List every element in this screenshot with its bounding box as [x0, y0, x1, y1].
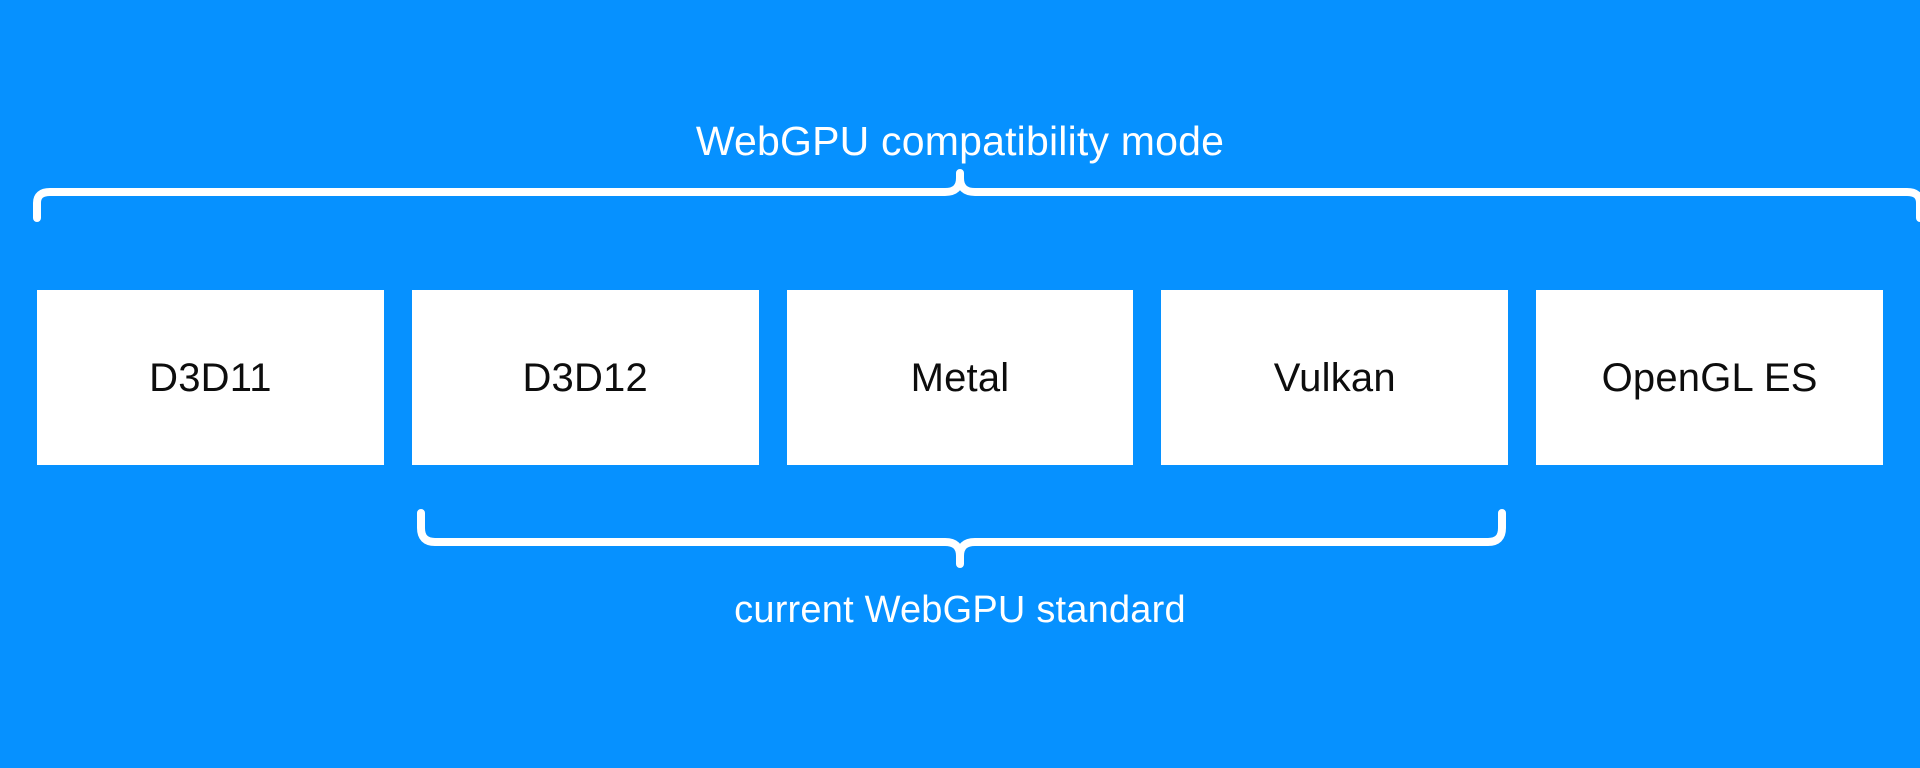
bottom-brace-label: current WebGPU standard — [734, 589, 1186, 631]
api-box-vulkan[interactable]: Vulkan — [1161, 290, 1509, 465]
api-box-label: Metal — [910, 355, 1010, 400]
api-box-opengl-es[interactable]: OpenGL ES — [1536, 290, 1883, 465]
api-box-label: D3D11 — [149, 355, 272, 400]
top-brace-label: WebGPU compatibility mode — [695, 118, 1225, 164]
api-box-metal[interactable]: Metal — [786, 290, 1134, 465]
api-box-d3d11[interactable]: D3D11 — [37, 290, 384, 465]
bottom-brace-icon — [417, 509, 1506, 568]
api-box-label: Vulkan — [1273, 355, 1396, 400]
api-box-d3d12[interactable]: D3D12 — [411, 290, 759, 465]
api-box-row: D3D11 D3D12 Metal Vulkan OpenGL ES — [37, 290, 1883, 465]
top-brace-icon — [33, 169, 1920, 222]
api-box-label: D3D12 — [522, 355, 648, 400]
api-box-label: OpenGL ES — [1601, 355, 1818, 400]
